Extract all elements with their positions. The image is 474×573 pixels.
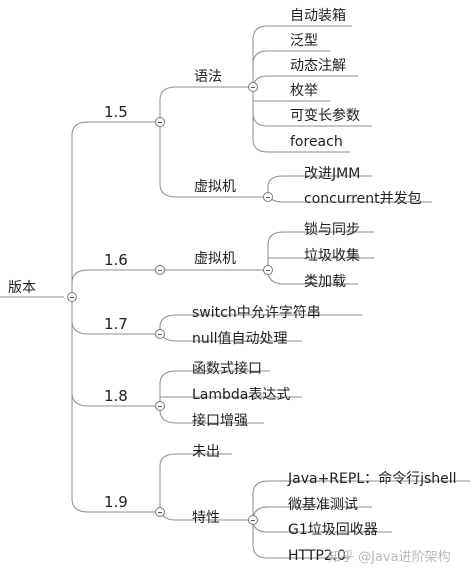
version-1-9-label: 1.9 [104,493,128,511]
collapse-toggle-icon[interactable] [263,265,273,275]
version-1-6-label: 1.6 [104,251,128,269]
version-1-8-label: 1.8 [104,387,128,405]
leaf-item: 可变长参数 [290,108,360,124]
collapse-toggle-icon[interactable] [248,515,258,525]
leaf-item: 泛型 [290,33,318,49]
leaf-item: 垃圾收集 [304,248,360,264]
collapse-toggle-icon[interactable] [263,192,273,202]
group-features-label: 特性 [192,510,220,526]
leaf-item: 类加载 [304,274,346,290]
version-1-7-label: 1.7 [104,315,128,333]
leaf-item: Lambda表达式 [192,387,291,403]
leaf-item: G1垃圾回收器 [288,522,378,538]
branch-1-6 [71,269,160,297]
branch-1-9 [71,297,160,513]
group-vm-label: 虚拟机 [194,251,236,267]
leaf-item: 枚举 [290,83,318,99]
group-unreleased-label: 未出 [192,444,220,460]
collapse-toggle-icon[interactable] [155,507,165,517]
group-syntax-label: 语法 [194,69,222,85]
group-vm-label: 虚拟机 [194,179,236,195]
leaf-item: 函数式接口 [192,361,262,377]
leaf-item: 自动装箱 [290,8,346,24]
leaf-item: foreach [290,134,343,150]
leaf-item: Java+REPL：命令行jshell [288,471,457,487]
leaf-item: switch中允许字符串 [192,305,321,321]
leaf-item: 微基准测试 [288,497,358,513]
leaf-item: null值自动处理 [192,331,288,347]
branch-1-5 [71,121,160,297]
collapse-toggle-icon[interactable] [155,329,165,339]
leaf-item: 动态注解 [290,58,346,74]
version-1-5-label: 1.5 [104,103,128,121]
root-label: 版本 [8,280,36,296]
leaf-item: 接口增强 [192,413,248,429]
leaf-item: concurrent并发包 [304,191,422,207]
leaf-item: HTTP2.0 [288,548,347,564]
leaf-item: 锁与同步 [304,222,360,238]
leaf-item: 改进JMM [304,166,361,182]
collapse-toggle-icon[interactable] [67,292,77,302]
collapse-toggle-icon[interactable] [248,82,258,92]
collapse-toggle-icon[interactable] [155,265,165,275]
collapse-toggle-icon[interactable] [155,117,165,127]
watermark-text: 知乎 @Java进阶架构 [328,550,451,565]
collapse-toggle-icon[interactable] [155,401,165,411]
